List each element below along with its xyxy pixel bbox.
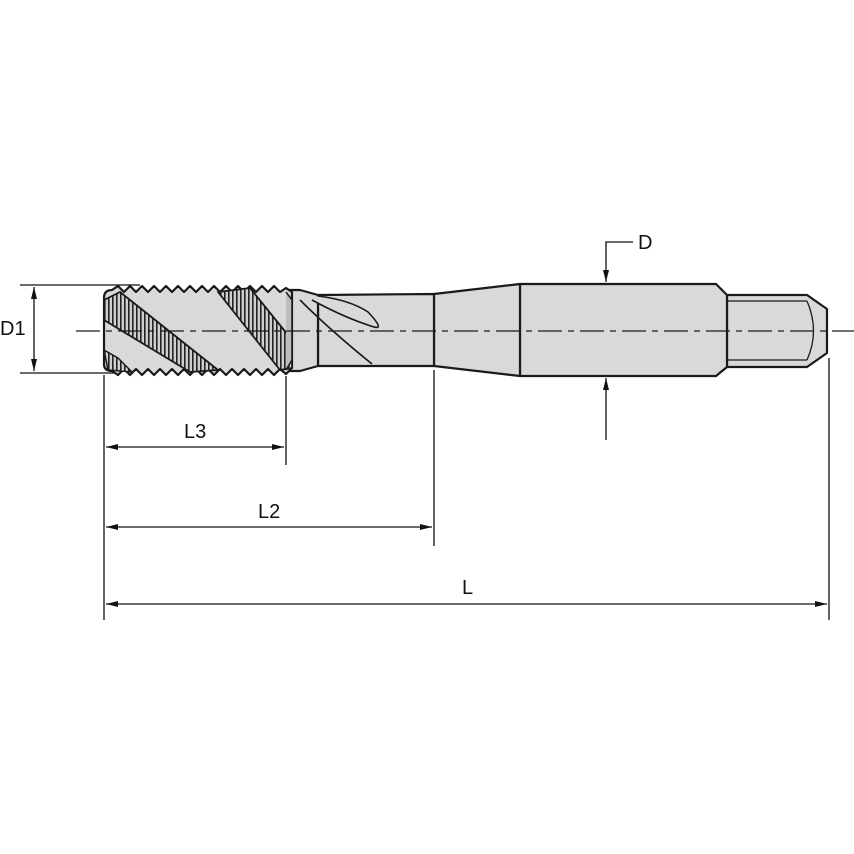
dimension-d1 <box>20 284 140 374</box>
label-d1: D1 <box>0 318 26 340</box>
label-l: L <box>462 577 474 599</box>
flute-3 <box>103 349 133 373</box>
neck-taper <box>432 282 522 378</box>
shank <box>518 282 729 378</box>
tap-body <box>102 282 829 378</box>
extension-lines <box>103 358 830 620</box>
label-l2: L2 <box>258 501 281 523</box>
flute-1 <box>103 291 219 373</box>
label-l3: L3 <box>184 421 207 443</box>
label-d: D <box>638 232 653 254</box>
dimension-d <box>603 241 633 440</box>
